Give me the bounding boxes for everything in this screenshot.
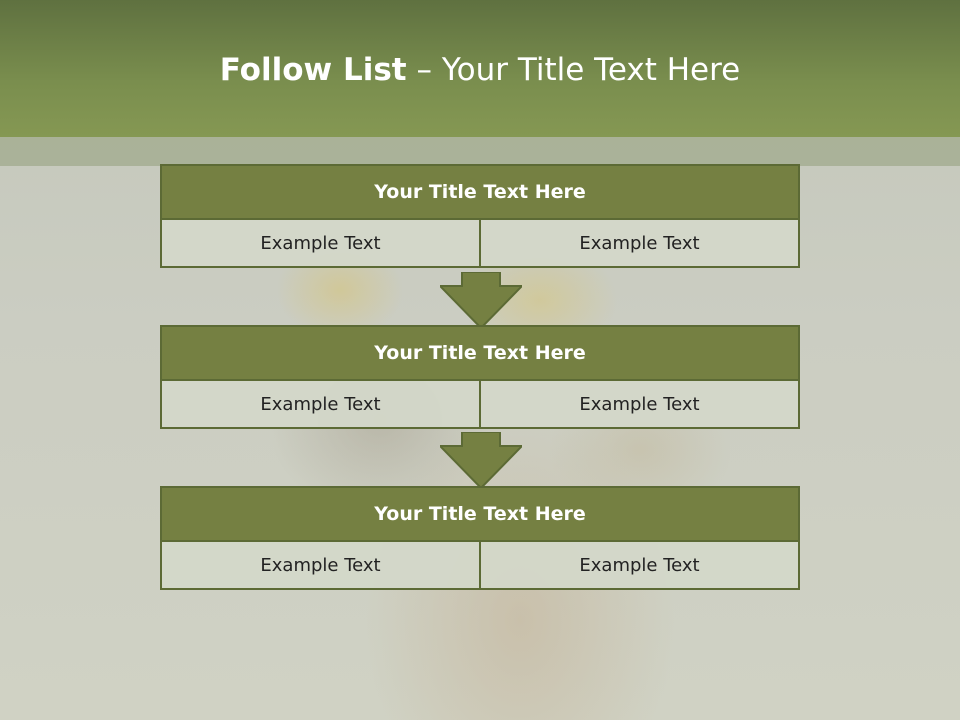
block-cell-right: Example Text [481, 381, 800, 429]
header-sub-band [0, 137, 960, 166]
block-title: Your Title Text Here [160, 486, 800, 542]
block-title: Your Title Text Here [160, 164, 800, 220]
block-title: Your Title Text Here [160, 325, 800, 381]
block-cell-left: Example Text [160, 542, 481, 590]
header-band [0, 0, 960, 137]
block-row: Example Text Example Text [160, 542, 800, 590]
block-row: Example Text Example Text [160, 381, 800, 429]
block-cell-right: Example Text [481, 220, 800, 268]
block-cell-left: Example Text [160, 381, 481, 429]
down-arrow-icon [440, 272, 522, 328]
list-block-2: Your Title Text Here Example Text Exampl… [160, 325, 800, 429]
down-arrow-icon [440, 432, 522, 488]
slide-title-rest: – Your Title Text Here [406, 52, 741, 88]
list-block-1: Your Title Text Here Example Text Exampl… [160, 164, 800, 268]
block-row: Example Text Example Text [160, 220, 800, 268]
block-cell-left: Example Text [160, 220, 481, 268]
slide-title-bold: Follow List [219, 52, 407, 88]
block-cell-right: Example Text [481, 542, 800, 590]
slide-title: Follow List – Your Title Text Here [0, 52, 960, 88]
list-block-3: Your Title Text Here Example Text Exampl… [160, 486, 800, 590]
